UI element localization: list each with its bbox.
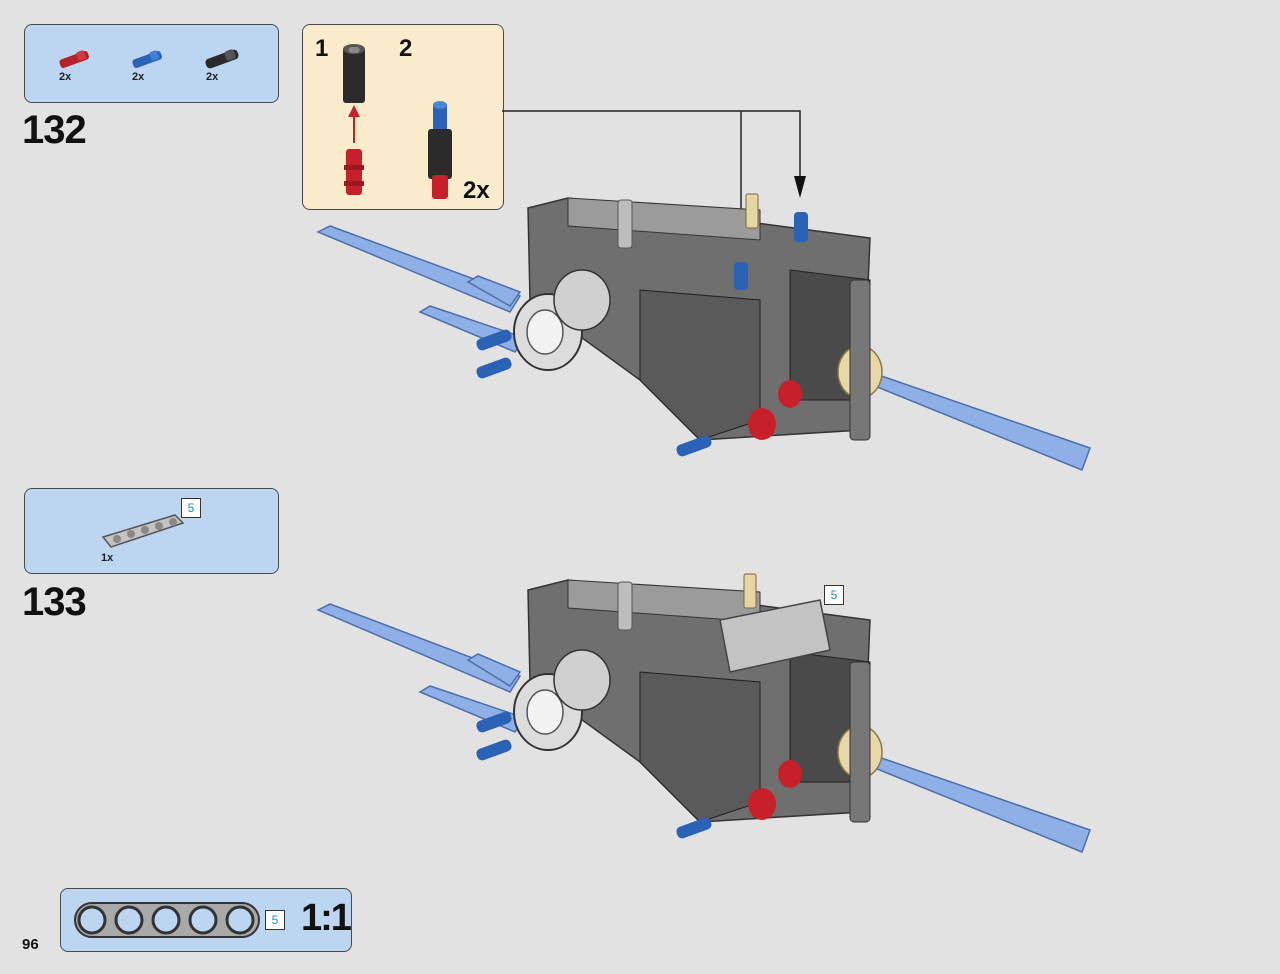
parts-list-step-133: 5 1x [24, 488, 279, 574]
scale-label: 1:1 [301, 897, 352, 939]
parts-list-step-132: 2x 2x 2x [24, 24, 279, 103]
parts-icons [59, 49, 239, 69]
blue-beam-right [858, 753, 1091, 853]
page-number: 96 [22, 936, 39, 953]
black-pin-icon [205, 49, 239, 69]
blue-pins [476, 711, 712, 839]
insert-arrow-icon [348, 105, 360, 143]
red-axle-pin-icon [59, 50, 89, 68]
assembled-connector-icon [428, 101, 452, 199]
part-length-badge: 5 [181, 498, 201, 518]
sub-assembly-callout: 1 2 2x [302, 24, 504, 210]
grey-beam-icon [101, 514, 185, 548]
wheel [513, 269, 611, 371]
red-pins [748, 760, 802, 820]
dark-axle [617, 573, 871, 823]
callout-multiplier: 2x [463, 177, 490, 204]
blue-beam-left [316, 603, 527, 733]
step-number: 132 [22, 108, 87, 152]
model-length-badge: 5 [824, 585, 844, 605]
scale-beam-icon [74, 902, 260, 938]
blue-pins [476, 212, 808, 457]
black-connector-icon [343, 44, 365, 103]
scale-reference: 5 1:1 [60, 888, 352, 952]
parts-icons [101, 514, 185, 548]
step-number: 133 [22, 580, 87, 624]
dark-axle [617, 193, 871, 441]
wheel [513, 649, 611, 751]
part-qty: 2x [59, 71, 72, 83]
sub-assembly-illustration [343, 44, 452, 199]
blue-axle-pin-icon [132, 50, 162, 68]
part-qty: 2x [132, 71, 145, 83]
red-pins [748, 380, 802, 440]
sub-step-number: 2 [399, 35, 413, 62]
part-qty: 1x [101, 552, 114, 564]
scale-length-badge: 5 [265, 910, 285, 930]
sub-step-number: 1 [315, 35, 329, 62]
part-qty: 2x [206, 71, 219, 83]
red-axle-pin-icon [344, 149, 364, 195]
